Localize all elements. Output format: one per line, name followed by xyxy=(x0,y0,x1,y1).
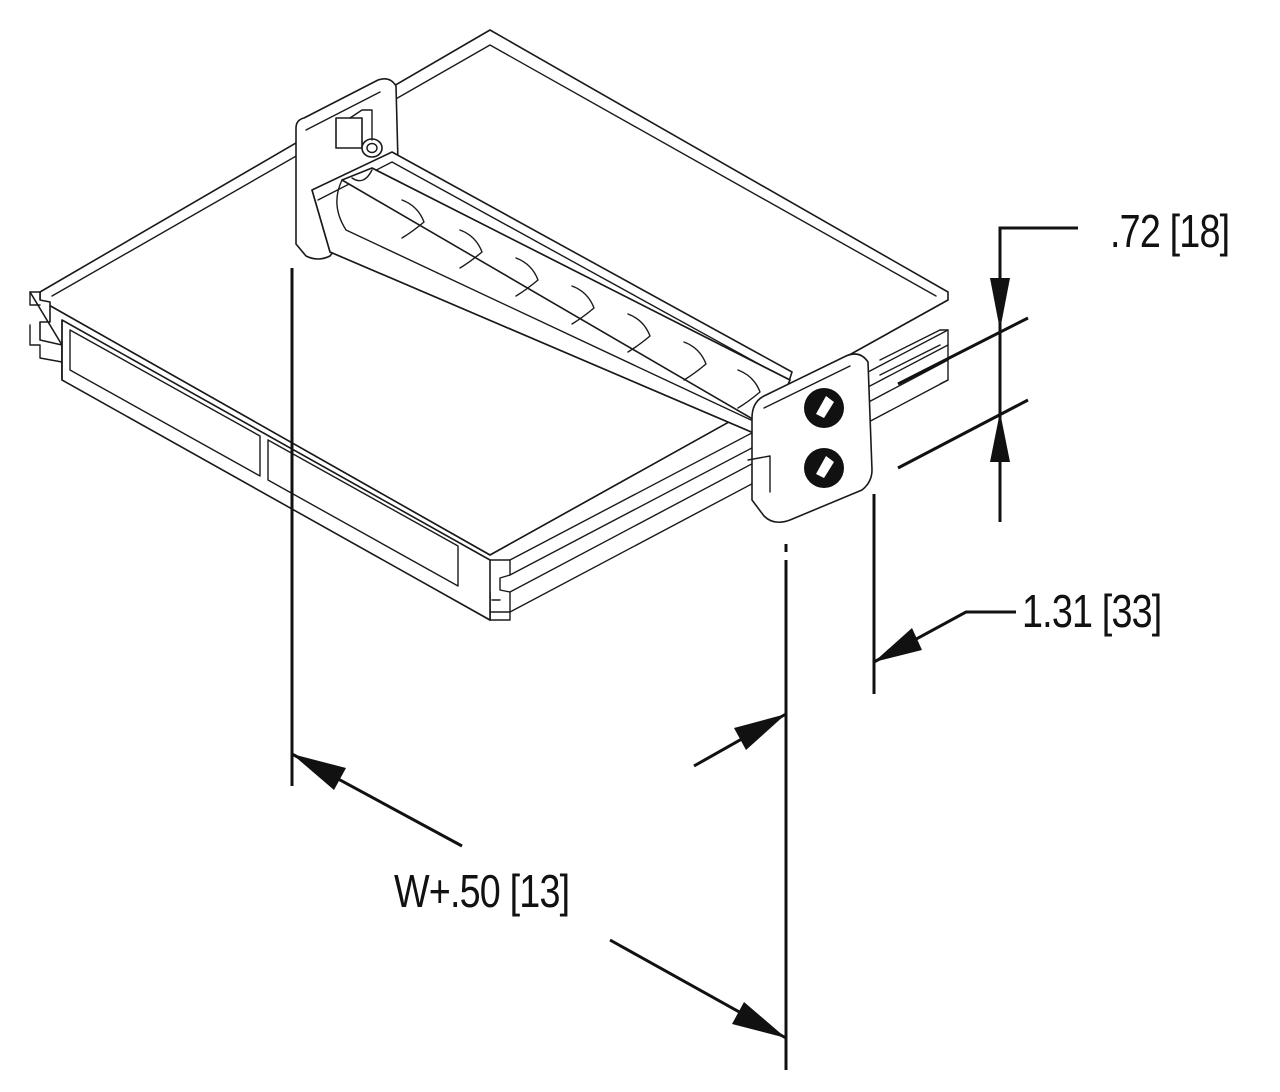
bed-plate xyxy=(29,29,949,621)
knob-block-icon xyxy=(335,117,363,149)
dimension-height-label: .72 [18] xyxy=(1110,205,1230,257)
dimension-width xyxy=(290,268,788,1070)
dimension-height xyxy=(897,226,1078,522)
dimension-depth-label: 1.31 [33] xyxy=(1022,585,1162,637)
front-end-plate xyxy=(747,353,873,524)
spiral-roller xyxy=(336,167,791,429)
dimension-depth xyxy=(784,494,1016,694)
dimension-width-label: W+.50 [13] xyxy=(394,865,570,917)
